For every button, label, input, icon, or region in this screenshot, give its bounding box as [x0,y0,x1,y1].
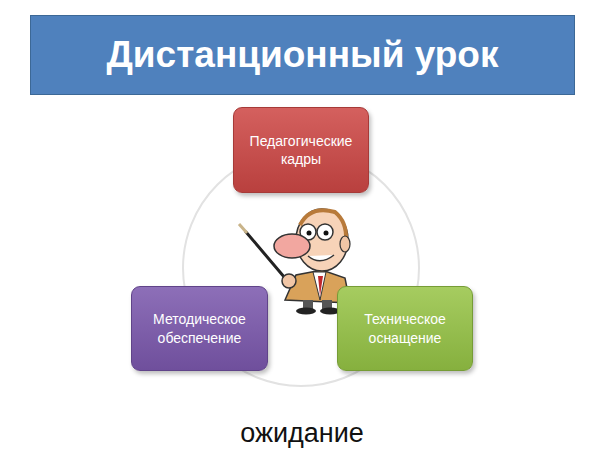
concept-box: Техническое оснащение [337,286,473,371]
box-label: Техническое оснащение [348,310,462,346]
title-band: Дистанционный урок [30,15,575,95]
concept-box: Педагогические кадры [233,107,369,193]
title-text: Дистанционный урок [107,34,499,76]
box-label: Методическое обеспечение [142,310,257,346]
box-label: Педагогические кадры [244,132,358,168]
caption: ожидание [0,418,604,449]
concept-box: Методическое обеспечение [131,286,268,371]
